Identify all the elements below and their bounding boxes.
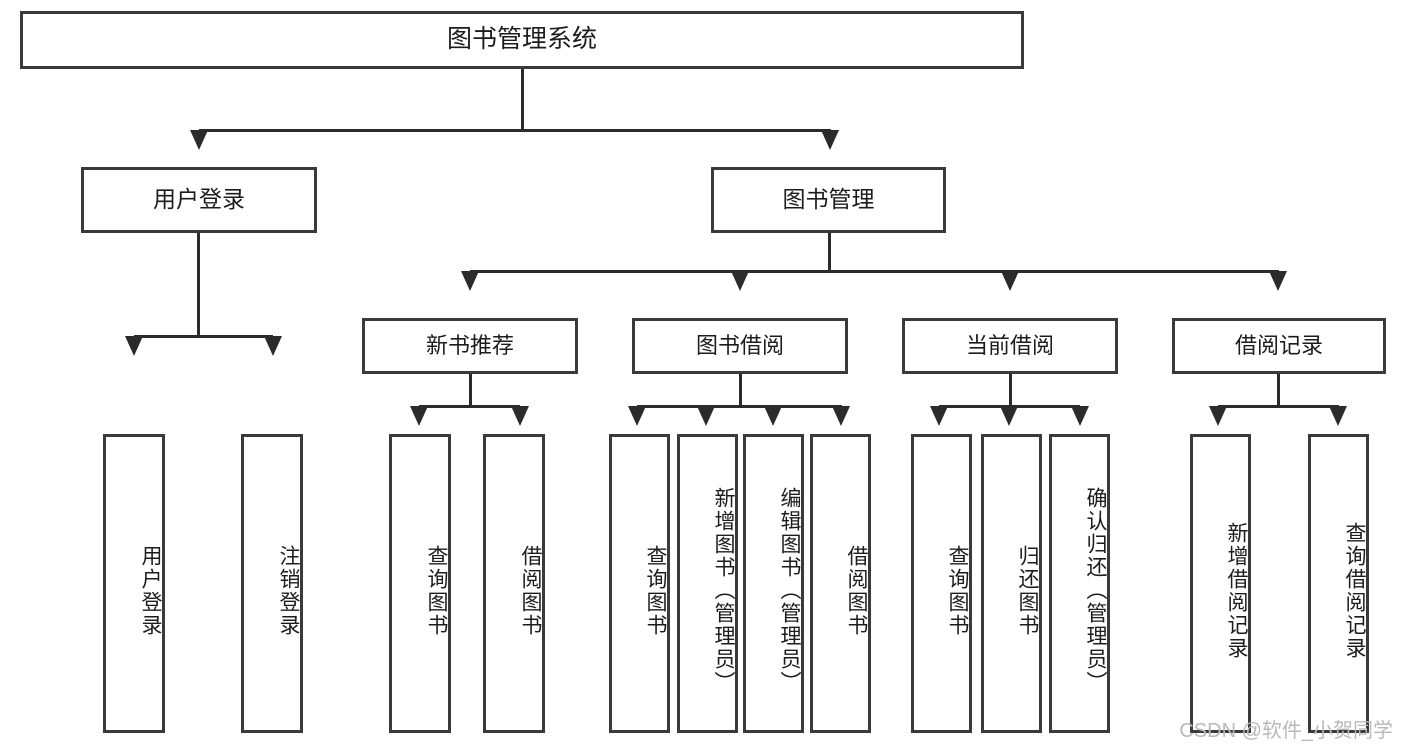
leaf-confirm-return-admin[interactable]: 确认归还（管理员） [1049,434,1110,733]
connector-manage-bus [470,270,1279,273]
arrow-current-borrow-child-1 [930,406,948,426]
arrow-new-book-rec-child-1 [410,406,428,426]
node-book-borrow[interactable]: 图书借阅 [632,318,848,374]
arrow-new-book-rec-child-2 [511,406,529,426]
node-user-login[interactable]: 用户登录 [81,167,317,233]
node-label: 用户登录 [139,544,162,637]
arrow-borrow-record-child-2 [1329,406,1347,426]
leaf-user-login[interactable]: 用户登录 [103,434,165,733]
arrow-manage-to-book-borrow [731,271,749,291]
arrow-borrow-record-child-1 [1209,406,1227,426]
leaf-borrow-book[interactable]: 借阅图书 [810,434,871,733]
arrow-user-to-login [125,336,143,356]
arrow-book-borrow-child-2 [697,406,715,426]
connector-new-book-rec-bus [419,405,520,408]
arrow-manage-to-borrow-record [1269,271,1287,291]
node-label: 借阅记录 [1234,333,1323,359]
node-book-manage[interactable]: 图书管理 [711,167,946,233]
connector-user-bus [134,335,273,338]
node-label: 图书借阅 [695,333,784,359]
leaf-borrow-book-recommend[interactable]: 借阅图书 [483,434,545,733]
node-label: 新增图书（管理员） [712,487,735,694]
arrow-root-to-book-manage [821,130,839,150]
arrow-root-to-user-login [190,130,208,150]
leaf-add-borrow-record[interactable]: 新增借阅记录 [1190,434,1251,733]
node-current-borrow[interactable]: 当前借阅 [902,318,1118,374]
node-borrow-record[interactable]: 借阅记录 [1172,318,1386,374]
arrow-user-to-logout [264,336,282,356]
arrow-book-borrow-child-4 [832,406,850,426]
node-root-system[interactable]: 图书管理系统 [20,11,1024,69]
node-label: 注销登录 [277,544,300,637]
node-new-book-recommend[interactable]: 新书推荐 [362,318,578,374]
leaf-add-book-admin[interactable]: 新增图书（管理员） [677,434,738,733]
connector-user-stem [197,233,200,336]
leaf-return-book[interactable]: 归还图书 [981,434,1042,733]
node-label: 图书管理系统 [446,25,597,54]
arrow-book-borrow-child-3 [764,406,782,426]
node-label: 当前借阅 [965,333,1054,359]
node-label: 编辑图书（管理员） [778,487,801,694]
leaf-query-borrow-record[interactable]: 查询借阅记录 [1308,434,1369,733]
leaf-edit-book-admin[interactable]: 编辑图书（管理员） [743,434,804,733]
node-label: 用户登录 [153,186,245,213]
node-label: 借阅图书 [845,544,868,637]
connector-root-bus [199,129,831,132]
arrow-current-borrow-child-3 [1071,406,1089,426]
node-label: 新增借阅记录 [1225,521,1248,660]
connector-borrow-record-bus [1218,405,1339,408]
node-label: 确认归还（管理员） [1084,487,1107,694]
connector-borrow-record-stem [1277,374,1280,406]
connector-current-borrow-stem [1009,374,1012,406]
leaf-query-book-current[interactable]: 查询图书 [911,434,972,733]
node-label: 借阅图书 [519,544,542,637]
node-label: 查询图书 [425,544,448,637]
node-label: 查询图书 [644,544,667,637]
connector-new-book-rec-stem [469,374,472,406]
node-label: 查询借阅记录 [1343,521,1366,660]
connector-manage-stem [828,233,831,271]
arrow-manage-to-new-book-rec [461,271,479,291]
leaf-query-book-borrow[interactable]: 查询图书 [609,434,670,733]
arrow-book-borrow-child-1 [628,406,646,426]
leaf-user-logout[interactable]: 注销登录 [241,434,303,733]
connector-book-borrow-bus [637,405,842,408]
node-label: 图书管理 [782,186,875,213]
arrow-manage-to-current-borrow [1001,271,1019,291]
node-label: 查询图书 [946,544,969,637]
node-label: 新书推荐 [425,333,514,359]
leaf-query-book-recommend[interactable]: 查询图书 [389,434,451,733]
connector-book-borrow-stem [739,374,742,406]
connector-root-stem [521,69,524,130]
node-label: 归还图书 [1016,544,1039,637]
arrow-current-borrow-child-2 [1000,406,1018,426]
